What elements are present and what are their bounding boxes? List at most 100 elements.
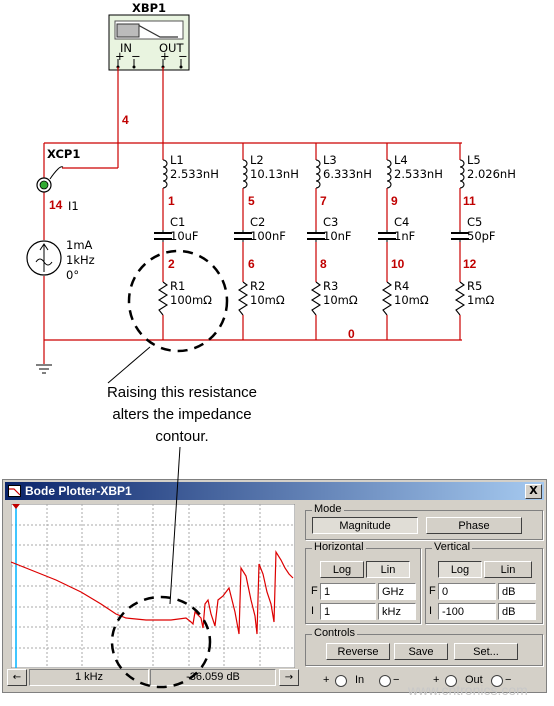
- resistor-name: R2: [250, 279, 265, 293]
- pointer-line-top: [107, 346, 151, 384]
- vertical-i-label: I: [429, 605, 433, 617]
- net-label-9: 9: [391, 194, 398, 208]
- net-label-2: 2: [168, 257, 175, 271]
- reverse-button[interactable]: Reverse: [326, 643, 390, 660]
- capacitor-name: C3: [323, 215, 338, 229]
- capacitor-value: 100nF: [250, 229, 286, 243]
- xbp1-out-minus: −: [178, 49, 188, 63]
- vertical-f-label: F: [429, 585, 436, 597]
- horizontal-lin-button[interactable]: Lin: [366, 561, 410, 578]
- cursor-marker-icon[interactable]: [12, 504, 20, 509]
- mode-label: Mode: [312, 503, 344, 515]
- resistor-value: 10mΩ: [394, 293, 429, 307]
- vertical-final-input[interactable]: 0: [438, 583, 496, 600]
- resistor-icon[interactable]: [237, 281, 249, 316]
- cursor-left-button[interactable]: ←: [7, 669, 27, 686]
- net-label-7: 7: [320, 194, 327, 208]
- horizontal-initial-input[interactable]: 1: [320, 603, 376, 620]
- capacitor-name: C4: [394, 215, 409, 229]
- xcp1-label: XCP1: [47, 147, 80, 161]
- source-value-frequency: 1kHz: [66, 253, 95, 267]
- inductor-icon[interactable]: [162, 159, 168, 189]
- capacitor-value: 10uF: [170, 229, 199, 243]
- controls-group: Controls Reverse Save Set...: [305, 627, 543, 666]
- out-minus-terminal-icon[interactable]: [491, 675, 503, 687]
- horizontal-final-unit[interactable]: GHz: [378, 583, 416, 600]
- in-minus-label: −: [393, 674, 400, 686]
- capacitor-value: 50pF: [467, 229, 496, 243]
- out-minus-label: −: [505, 674, 512, 686]
- ground-icon: [36, 364, 52, 374]
- capacitor-value: 10nF: [323, 229, 352, 243]
- xbp1-in-plus: +: [115, 49, 125, 63]
- caption-line-1: Raising this resistance: [106, 384, 258, 401]
- net-label-11: 11: [463, 194, 476, 208]
- set-button[interactable]: Set...: [454, 643, 518, 660]
- vertical-initial-input[interactable]: -100: [438, 603, 496, 620]
- inductor-icon[interactable]: [459, 159, 465, 189]
- bode-plotter-window: Bode Plotter-XBP1 X ← 1 kHz -36.059 dB →…: [2, 479, 547, 693]
- horizontal-initial-unit[interactable]: kHz: [378, 603, 416, 620]
- inductor-icon[interactable]: [242, 159, 248, 189]
- xbp1-out-plus: +: [160, 49, 170, 63]
- inductor-icon[interactable]: [386, 159, 392, 189]
- capacitor-name: C1: [170, 215, 185, 229]
- xbp1-in-minus: −: [131, 49, 141, 63]
- annotation-caption: Raising this resistance alters the imped…: [62, 382, 302, 448]
- inductor-name: L4: [394, 153, 408, 167]
- capacitor-icon[interactable]: [154, 230, 172, 242]
- net-label-8: 8: [320, 257, 327, 271]
- inductor-value: 2.026nH: [467, 167, 516, 181]
- capacitor-icon[interactable]: [451, 230, 469, 242]
- capacitor-icon[interactable]: [234, 230, 252, 242]
- in-plus-terminal-icon[interactable]: [335, 675, 347, 687]
- vertical-initial-unit[interactable]: dB: [498, 603, 536, 620]
- phase-button[interactable]: Phase: [426, 517, 522, 534]
- xcp1-probe-icon[interactable]: [36, 166, 64, 193]
- capacitor-icon[interactable]: [378, 230, 396, 242]
- resistor-icon[interactable]: [157, 281, 169, 316]
- vertical-final-unit[interactable]: dB: [498, 583, 536, 600]
- source-value-current: 1mA: [66, 238, 93, 252]
- vertical-lin-button[interactable]: Lin: [484, 561, 532, 578]
- caption-line-2: alters the impedance: [112, 406, 252, 423]
- xbp1-instrument[interactable]: [108, 14, 190, 71]
- window-title: Bode Plotter-XBP1: [25, 484, 132, 498]
- inductor-icon[interactable]: [315, 159, 321, 189]
- title-bar[interactable]: Bode Plotter-XBP1 X: [5, 482, 544, 500]
- net-label-6: 6: [248, 257, 255, 271]
- horizontal-log-button[interactable]: Log: [320, 561, 364, 578]
- capacitor-icon[interactable]: [307, 230, 325, 242]
- cursor-right-button[interactable]: →: [279, 669, 299, 686]
- net-label-0: 0: [348, 327, 355, 341]
- resistor-icon[interactable]: [381, 281, 393, 316]
- xbp1-in-label: IN: [120, 41, 132, 55]
- resistor-name: R1: [170, 279, 185, 293]
- magnitude-button[interactable]: Magnitude: [312, 517, 418, 534]
- caption-line-3: contour.: [155, 428, 209, 445]
- in-minus-terminal-icon[interactable]: [379, 675, 391, 687]
- terminal-footer: + In − + Out −: [305, 673, 545, 689]
- horizontal-final-input[interactable]: 1: [320, 583, 376, 600]
- net-label-12: 12: [463, 257, 477, 271]
- horizontal-i-label: I: [311, 605, 315, 617]
- capacitor-name: C2: [250, 215, 265, 229]
- inductor-value: 2.533nH: [394, 167, 443, 181]
- out-plus-terminal-icon[interactable]: [445, 675, 457, 687]
- close-button[interactable]: X: [525, 484, 542, 499]
- current-source-icon[interactable]: [26, 240, 62, 276]
- save-button[interactable]: Save: [394, 643, 448, 660]
- net-label-1: 1: [168, 194, 175, 208]
- resistor-icon[interactable]: [454, 281, 466, 316]
- bode-plot[interactable]: [11, 504, 295, 668]
- vertical-log-button[interactable]: Log: [438, 561, 482, 578]
- horizontal-f-label: F: [311, 585, 318, 597]
- schematic: XBP1 IN OUT + − + − XCP1 I1 1mA 1kHz 0°: [26, 1, 516, 384]
- inductor-name: L2: [250, 153, 264, 167]
- r1-highlight-ellipse: [127, 249, 229, 353]
- in-plus-label: +: [323, 674, 330, 686]
- resistor-icon[interactable]: [310, 281, 322, 316]
- resistor-name: R4: [394, 279, 409, 293]
- xbp1-out-label: OUT: [159, 41, 184, 55]
